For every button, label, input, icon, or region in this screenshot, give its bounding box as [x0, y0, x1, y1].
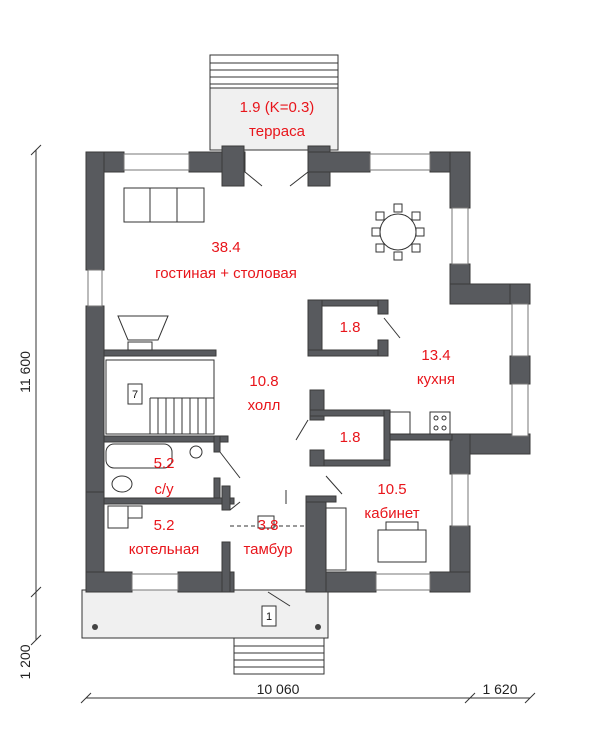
living-name: гостиная + столовая	[155, 265, 297, 282]
kitchen-area: 13.4	[421, 347, 450, 364]
entrance-mark: 1	[261, 605, 277, 627]
boiler-name: котельная	[129, 541, 200, 558]
hall-name: холл	[248, 397, 281, 414]
study-name: кабинет	[364, 505, 419, 522]
porch-steps	[233, 637, 325, 675]
dim-horizontal-main: 10 060	[257, 681, 300, 697]
terrace-area: 1.9 (K=0.3)	[240, 99, 315, 116]
dim-vertical-main: 11 600	[17, 351, 33, 393]
room-labels: 1.9 (K=0.3) терраса 38.4 гостиная + стол…	[129, 99, 455, 558]
terrace	[209, 54, 339, 151]
pantry1-area: 1.8	[340, 319, 361, 336]
dimension-lines	[30, 144, 536, 704]
bathroom-name: с/у	[154, 481, 174, 498]
entrance-number: 1	[266, 611, 272, 623]
staircase: 7	[105, 359, 215, 435]
exterior-walls	[85, 145, 531, 593]
entrance-porch	[81, 589, 329, 675]
terrace-steps	[209, 54, 339, 89]
hall-area: 10.8	[249, 373, 278, 390]
furniture	[105, 187, 451, 571]
vestibule-name: тамбур	[243, 541, 292, 558]
bathroom-area: 5.2	[154, 455, 175, 472]
dim-vertical-porch: 1 200	[17, 644, 33, 679]
boiler-area: 5.2	[154, 517, 175, 534]
terrace-name: терраса	[249, 123, 306, 140]
windows	[87, 153, 529, 591]
stair-number: 7	[132, 389, 138, 401]
kitchen-name: кухня	[417, 371, 455, 388]
living-area: 38.4	[211, 239, 240, 256]
dining-table	[371, 203, 425, 261]
pantry2-area: 1.8	[340, 429, 361, 446]
vestibule-area: 3.8	[258, 517, 279, 534]
dim-horizontal-extra: 1 620	[482, 681, 517, 697]
study-area: 10.5	[377, 481, 406, 498]
